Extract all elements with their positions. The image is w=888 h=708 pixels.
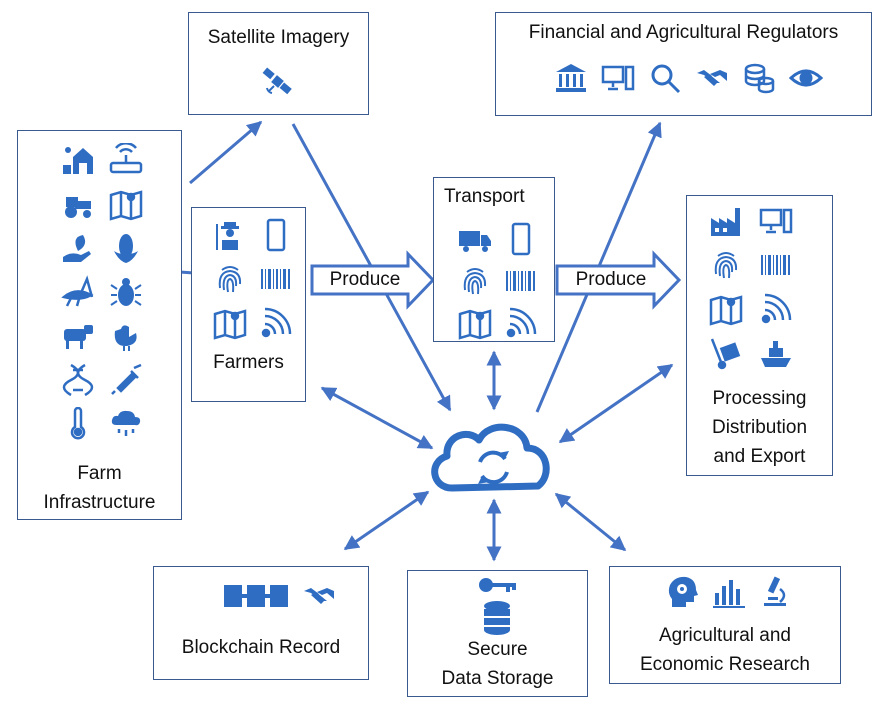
farmers-icons <box>213 218 293 340</box>
chicken-icon <box>114 325 137 351</box>
fingerprint-icon <box>709 248 743 282</box>
microscope-icon <box>764 576 786 606</box>
tractor-icon <box>65 197 91 218</box>
map-pin-icon <box>213 306 247 340</box>
research-box: Agricultural and Economic Research <box>609 566 841 684</box>
farmers-box: Farmers <box>191 207 306 402</box>
regulators-label: Financial and Agricultural Regulators <box>528 22 839 43</box>
farm-infrastructure-label: Farm Infrastructure <box>43 463 156 513</box>
database-icon <box>484 601 510 635</box>
grasshopper-icon <box>61 275 95 309</box>
handshake-icon <box>304 588 334 604</box>
satellite-imagery-box: Satellite Imagery <box>188 12 369 115</box>
ship-icon <box>761 341 791 367</box>
arrow-farminfra-satellite <box>189 120 263 185</box>
satellite-imagery-label: Satellite Imagery <box>207 27 350 48</box>
produce-arrow-2 <box>555 250 682 310</box>
hand-truck-icon <box>709 336 743 370</box>
storage-label: Secure Data Storage <box>441 639 554 689</box>
dna-icon <box>61 363 95 397</box>
regulators-icons <box>554 61 823 95</box>
wireless-icon <box>504 306 538 340</box>
bar-chart-icon <box>713 580 745 608</box>
plant-hand-icon <box>63 235 91 262</box>
key-icon <box>479 578 516 592</box>
arrow-processing-cloud <box>558 363 674 444</box>
computer-icon <box>759 204 793 238</box>
farm-infrastructure-icons <box>61 143 151 441</box>
farmers-label: Farmers <box>213 352 284 373</box>
fingerprint-icon <box>213 262 247 296</box>
thermometer-icon <box>61 407 95 441</box>
farm-infrastructure-box: Farm Infrastructure <box>17 130 182 520</box>
research-label: Agricultural and Economic Research <box>639 625 811 675</box>
processing-label: Processing Distribution and Export <box>711 388 808 467</box>
coins-icon <box>742 61 776 95</box>
produce-label-1: Produce <box>329 269 401 290</box>
chain-icon <box>224 585 288 607</box>
transport-icons <box>458 222 538 340</box>
arrow-cloud-blockchain <box>343 490 430 551</box>
factory-icon <box>711 208 740 236</box>
blockchain-box: Blockchain Record <box>153 566 369 680</box>
map-pin-icon <box>458 306 492 340</box>
phone-icon <box>259 218 293 252</box>
barcode-icon <box>261 269 290 289</box>
barcode-icon <box>761 255 790 275</box>
research-icons <box>666 575 792 609</box>
beetle-icon <box>109 278 143 306</box>
processing-box: Processing Distribution and Export <box>686 195 833 476</box>
truck-icon <box>459 231 491 252</box>
fingerprint-icon <box>458 264 492 298</box>
transport-label: Transport <box>444 186 525 207</box>
blockchain-icons <box>224 585 336 613</box>
handshake-icon <box>697 70 727 86</box>
arrow-farmers-cloud <box>320 386 434 450</box>
satellite-icon <box>262 67 292 95</box>
processing-icons <box>709 204 799 370</box>
farmer-icon <box>213 222 239 250</box>
produce-arrow-1 <box>310 250 436 310</box>
wireless-icon <box>759 292 793 326</box>
barcode-icon <box>506 271 535 291</box>
farm-barn-icon <box>63 147 93 174</box>
computer-icon <box>601 61 635 95</box>
produce-label-2: Produce <box>575 269 647 290</box>
storage-box: Secure Data Storage <box>407 570 588 697</box>
map-pin-icon <box>709 292 743 326</box>
phone-icon <box>504 222 538 256</box>
brain-gear-icon <box>668 576 698 607</box>
transport-box: Transport <box>433 177 555 342</box>
bank-icon <box>556 64 586 92</box>
eye-icon <box>789 61 823 95</box>
regulators-box: Financial and Agricultural Regulators <box>495 12 872 116</box>
rain-cloud-icon <box>111 410 141 436</box>
corn-icon <box>114 234 138 263</box>
magnifier-icon <box>648 61 682 95</box>
blockchain-label: Blockchain Record <box>181 637 341 658</box>
wireless-icon <box>259 306 293 340</box>
cow-icon <box>64 325 93 349</box>
map-pin-icon <box>109 187 143 221</box>
arrow-cloud-research <box>554 492 627 552</box>
cloud-sync-icon <box>431 423 550 492</box>
syringe-icon <box>109 363 143 397</box>
router-icon <box>109 143 143 177</box>
